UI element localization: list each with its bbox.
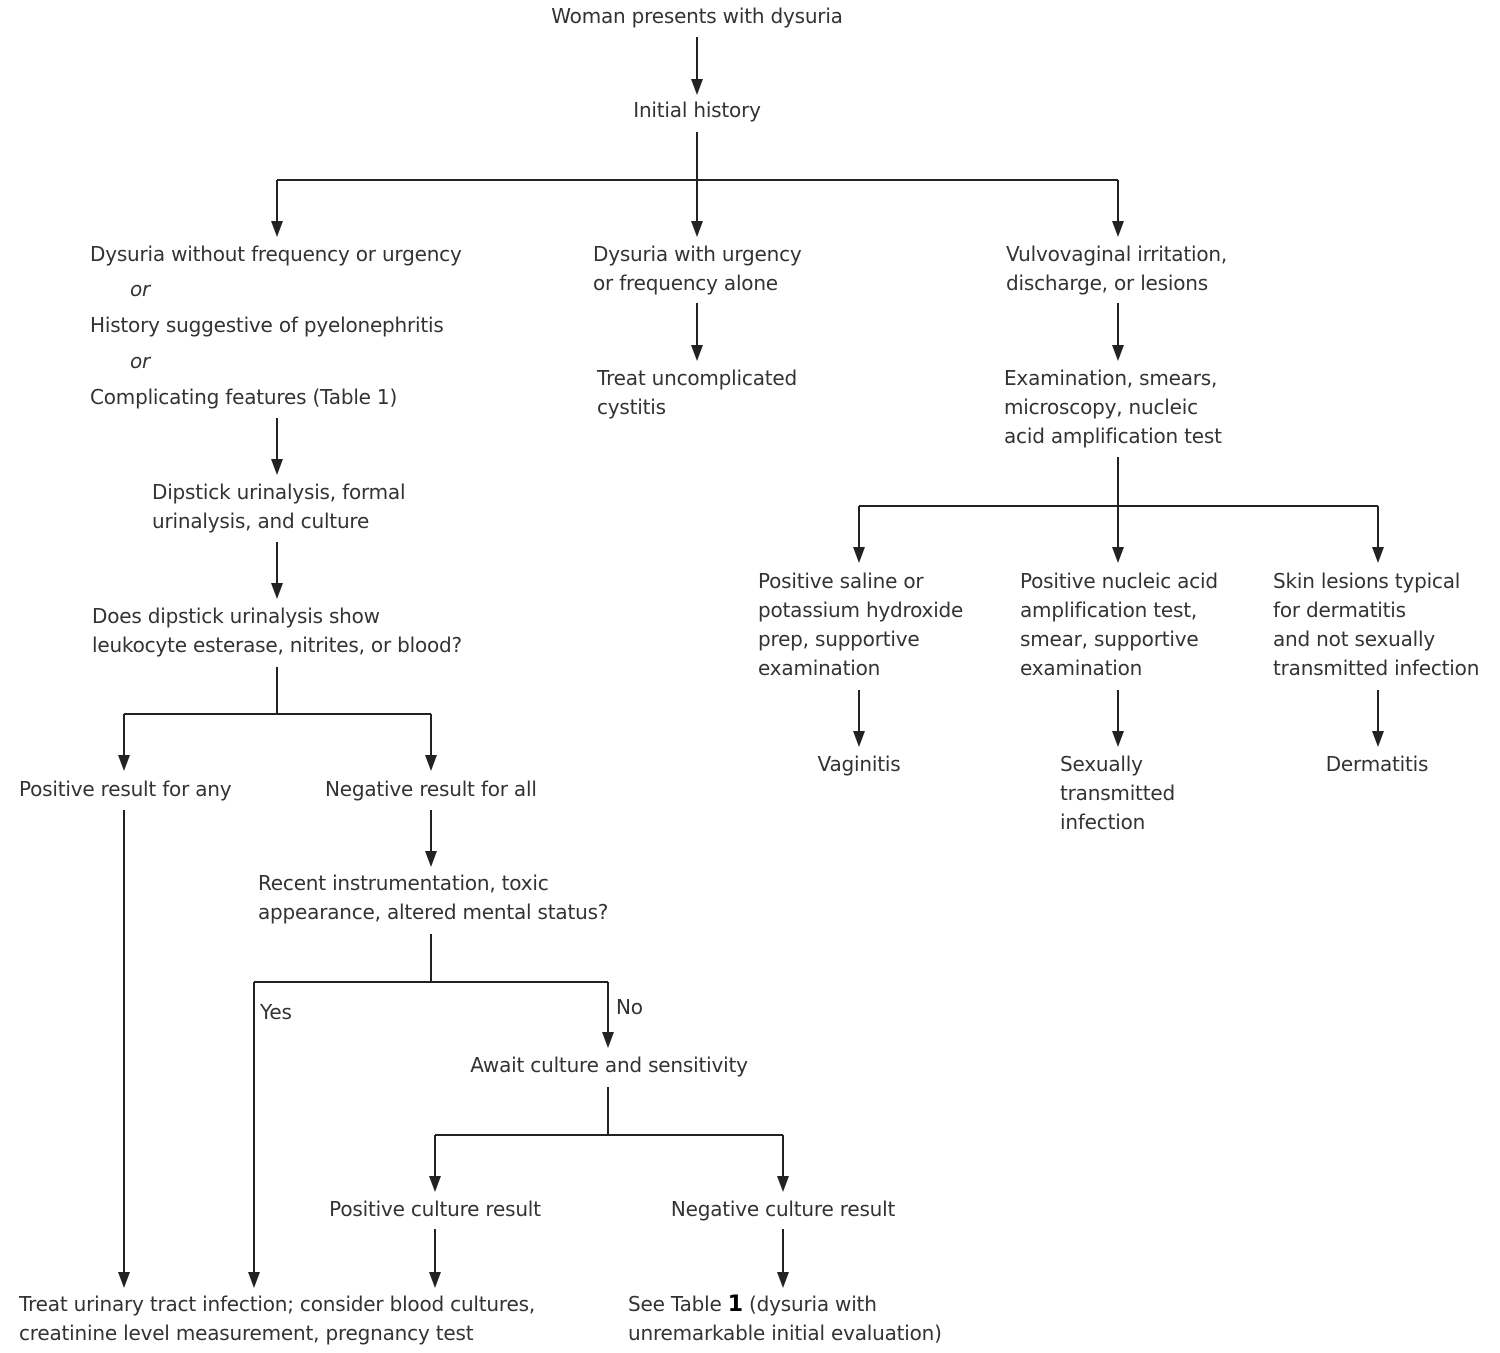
arrowhead (602, 1032, 614, 1048)
node-urinalysis-line2: urinalysis, and culture (152, 509, 370, 533)
see-table-prefix: See Table (628, 1292, 728, 1316)
node-dermatitis: Dermatitis (1325, 752, 1429, 776)
node-skin-line3: and not sexually (1273, 627, 1435, 651)
arrowhead (1372, 731, 1384, 747)
node-treat-cystitis-line1: Treat uncomplicated (597, 366, 797, 390)
arrowhead (118, 1272, 130, 1288)
node-naat-line2: amplification test, (1020, 598, 1198, 622)
arrowhead (853, 547, 865, 563)
node-urinalysis-line1: Dipstick urinalysis, formal (152, 480, 406, 504)
see-table-number: 1 (727, 1292, 743, 1317)
node-initial-history: Initial history (633, 98, 761, 122)
node-negative-all: Negative result for all (325, 777, 537, 801)
node-saline-line2: potassium hydroxide (758, 598, 964, 622)
see-table-suffix: (dysuria with (742, 1292, 877, 1316)
node-sti-line1: Sexually (1060, 752, 1143, 776)
node-exam-line1: Examination, smears, (1004, 366, 1218, 390)
node-exam-line2: microscopy, nucleic (1004, 395, 1198, 419)
node-branch-b-line2: or frequency alone (593, 271, 778, 295)
node-skin-line1: Skin lesions typical (1273, 569, 1461, 593)
node-naat-line1: Positive nucleic acid (1020, 569, 1218, 593)
node-branch-a-line3: Complicating features (Table 1) (90, 385, 398, 409)
arrowhead (691, 79, 703, 95)
node-start: Woman presents with dysuria (551, 4, 843, 28)
node-saline-line3: prep, supportive (758, 627, 920, 651)
arrowhead (425, 755, 437, 771)
node-naat-line4: examination (1020, 656, 1143, 680)
node-treat-uti-line1: Treat urinary tract infection; consider … (19, 1292, 535, 1316)
node-positive-culture: Positive culture result (329, 1197, 541, 1221)
arrowhead (777, 1176, 789, 1192)
label-yes: Yes (260, 1000, 292, 1024)
node-negative-culture: Negative culture result (670, 1197, 896, 1221)
node-branch-c-line1: Vulvovaginal irritation, (1006, 242, 1227, 266)
node-see-table-line2: unremarkable initial evaluation) (628, 1321, 942, 1345)
arrowhead (853, 731, 865, 747)
arrowhead (1112, 345, 1124, 361)
node-skin-line2: for dermatitis (1273, 598, 1406, 622)
node-see-table-line1: See Table 1 (dysuria with (628, 1290, 877, 1319)
arrowhead (271, 221, 283, 237)
arrowhead (691, 345, 703, 361)
node-sti-line2: transmitted (1060, 781, 1175, 805)
arrowhead (118, 755, 130, 771)
node-branch-a-or2: or (130, 349, 151, 373)
node-branch-a-line2: History suggestive of pyelonephritis (90, 313, 444, 337)
node-instrumentation-line1: Recent instrumentation, toxic (258, 871, 549, 895)
node-await-culture: Await culture and sensitivity (470, 1053, 748, 1077)
node-branch-a-line1: Dysuria without frequency or urgency (90, 242, 462, 266)
node-saline-line1: Positive saline or (758, 569, 924, 593)
node-naat-line3: smear, supportive (1020, 627, 1199, 651)
arrowhead (248, 1272, 260, 1288)
arrowhead (271, 583, 283, 599)
node-vaginitis: Vaginitis (817, 752, 901, 776)
arrowhead (1372, 547, 1384, 563)
node-saline-line4: examination (758, 656, 881, 680)
node-treat-cystitis-line2: cystitis (597, 395, 666, 419)
node-branch-b-line1: Dysuria with urgency (593, 242, 802, 266)
node-dipstick-question-line1: Does dipstick urinalysis show (92, 604, 380, 628)
node-branch-c-line2: discharge, or lesions (1006, 271, 1208, 295)
node-skin-line4: transmitted infection (1273, 656, 1480, 680)
arrowhead (691, 221, 703, 237)
arrowhead (429, 1272, 441, 1288)
arrowhead (1112, 547, 1124, 563)
node-treat-uti-line2: creatinine level measurement, pregnancy … (19, 1321, 474, 1345)
arrowhead (1112, 221, 1124, 237)
node-sti-line3: infection (1060, 810, 1146, 834)
node-exam-line3: acid amplification test (1004, 424, 1222, 448)
arrowhead (777, 1272, 789, 1288)
node-instrumentation-line2: appearance, altered mental status? (258, 900, 609, 924)
node-dipstick-question-line2: leukocyte esterase, nitrites, or blood? (92, 633, 462, 657)
arrowhead (1112, 731, 1124, 747)
node-branch-a-or1: or (130, 277, 151, 301)
arrowhead (271, 459, 283, 475)
arrowhead (429, 1176, 441, 1192)
arrowhead (425, 851, 437, 867)
node-positive-any: Positive result for any (19, 777, 232, 801)
label-no: No (616, 995, 643, 1019)
